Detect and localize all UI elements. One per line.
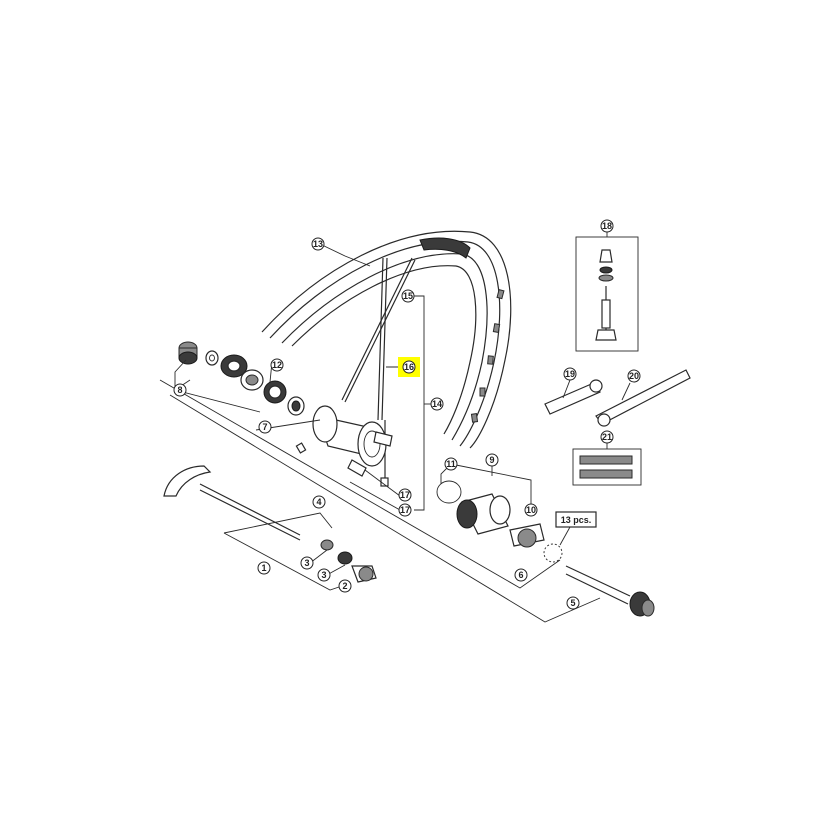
callout-2: 2 (338, 579, 352, 593)
svg-text:21: 21 (602, 432, 612, 442)
callout-9: 9 (485, 453, 499, 467)
svg-text:3: 3 (304, 558, 309, 568)
callout-10: 10 (524, 503, 538, 517)
svg-text:1: 1 (261, 563, 266, 573)
svg-text:20: 20 (629, 371, 639, 381)
callout-3-lower: 3 (317, 568, 331, 582)
svg-text:7: 7 (262, 422, 267, 432)
callout-14: 14 (430, 397, 444, 411)
svg-text:13 pcs.: 13 pcs. (561, 515, 592, 525)
svg-text:14: 14 (432, 399, 442, 409)
leader-lines (159, 231, 631, 623)
callout-18: 18 (600, 219, 614, 233)
callout-17-upper: 17 (398, 488, 412, 502)
svg-text:17: 17 (400, 490, 410, 500)
svg-text:10: 10 (526, 505, 536, 515)
callout-20: 20 (627, 369, 641, 383)
valve-kit (575, 236, 639, 352)
callout-6: 6 (514, 568, 528, 582)
svg-text:17: 17 (400, 505, 410, 515)
callout-13: 13 (311, 237, 325, 251)
hub-body (312, 405, 393, 477)
callout-4: 4 (312, 495, 326, 509)
spoke-wrenches (544, 369, 691, 427)
callout-15: 15 (401, 289, 415, 303)
svg-text:6: 6 (518, 570, 523, 580)
svg-text:16: 16 (404, 362, 414, 372)
callout-12: 12 (270, 358, 284, 372)
svg-text:4: 4 (316, 497, 321, 507)
svg-text:2: 2 (342, 581, 347, 591)
callout-11: 11 (444, 457, 458, 471)
svg-text:18: 18 (602, 221, 612, 231)
callout-1: 1 (257, 561, 271, 575)
callout-7: 7 (258, 420, 272, 434)
quantity-box: 13 pcs. (555, 511, 597, 528)
svg-text:13: 13 (313, 239, 323, 249)
svg-text:19: 19 (565, 369, 575, 379)
callout-16-highlighted: 16 (398, 357, 420, 377)
rim (261, 230, 512, 449)
callout-17-lower: 17 (398, 503, 412, 517)
left-hub-parts (178, 341, 305, 416)
callout-3-upper: 3 (300, 556, 314, 570)
svg-text:8: 8 (177, 385, 182, 395)
callout-5: 5 (566, 596, 580, 610)
labels-kit (572, 448, 642, 486)
callout-21: 21 (600, 430, 614, 444)
callout-19: 19 (563, 367, 577, 381)
freehub-parts (436, 480, 545, 548)
svg-text:3: 3 (321, 570, 326, 580)
svg-text:9: 9 (489, 455, 494, 465)
svg-text:15: 15 (403, 291, 413, 301)
svg-text:11: 11 (446, 459, 456, 469)
quick-release (163, 465, 377, 583)
svg-text:5: 5 (570, 598, 575, 608)
axle (543, 543, 655, 617)
callout-8: 8 (173, 383, 187, 397)
svg-text:12: 12 (272, 360, 282, 370)
